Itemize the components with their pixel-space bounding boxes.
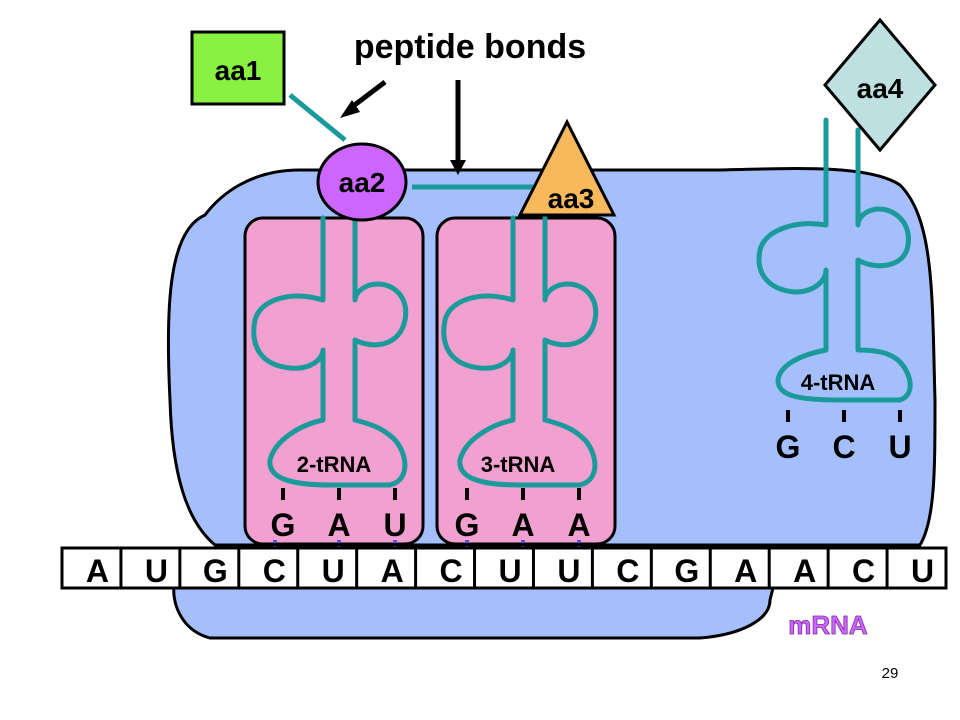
trna-3-cloverleaf <box>441 215 599 488</box>
mrna-base: U <box>145 553 168 589</box>
mrna-base: C <box>440 553 463 589</box>
mrna-base: A <box>86 553 109 589</box>
mrna-base: U <box>498 553 521 589</box>
p-site <box>243 216 425 546</box>
trna-4-cloverleaf <box>756 117 913 403</box>
mrna-base: A <box>793 553 816 589</box>
mrna-base: C <box>852 553 875 589</box>
trna-2-anticodon-3: U <box>383 507 406 543</box>
mrna-label: mRNA <box>788 610 868 640</box>
page-number: 29 <box>882 665 899 682</box>
mrna-base: A <box>381 553 404 589</box>
aa4-diamond <box>823 17 937 153</box>
trna-3-anticodon-1: G <box>455 507 480 543</box>
mrna-base: C <box>263 553 286 589</box>
mrna-base: U <box>322 553 345 589</box>
trna-2-anticodon-2: A <box>327 507 350 543</box>
ribosome-small-subunit <box>172 578 777 640</box>
anticodon-ticks <box>281 410 902 500</box>
trna-4-anticodon-2: C <box>832 429 855 465</box>
base-pair-marks <box>273 540 581 552</box>
trna-2-cloverleaf <box>251 215 409 488</box>
aa2-circle <box>316 142 408 222</box>
mrna-base: A <box>734 553 757 589</box>
trna-3-anticodon-2: A <box>511 507 534 543</box>
trna-4-anticodon-1: G <box>776 429 801 465</box>
trna-4-anticodon-3: U <box>888 429 911 465</box>
trna-4-label: 4-tRNA <box>801 370 876 395</box>
trna-2-anticodon-1: G <box>271 507 296 543</box>
mrna-base: G <box>203 553 228 589</box>
diagram-title: peptide bonds <box>354 28 586 66</box>
trna-3-label: 3-tRNA <box>481 452 556 477</box>
aa1-label: aa1 <box>215 55 262 86</box>
aa3-label: aa3 <box>548 183 595 214</box>
mrna-base: U <box>911 553 934 589</box>
bond-aa1-aa2 <box>288 93 347 142</box>
a-site <box>435 216 617 546</box>
trna-3-anticodon-3: A <box>567 507 590 543</box>
aa1-box <box>190 30 286 106</box>
aa3-triangle <box>517 118 617 217</box>
arrow-to-bond-1 <box>340 80 387 118</box>
mrna-base: C <box>616 553 639 589</box>
aa4-label: aa4 <box>857 73 904 104</box>
aa2-label: aa2 <box>339 167 386 198</box>
trna-2-label: 2-tRNA <box>297 452 372 477</box>
mrna-base: U <box>557 553 580 589</box>
arrow-to-bond-2 <box>450 80 466 175</box>
mrna-base: G <box>674 553 699 589</box>
